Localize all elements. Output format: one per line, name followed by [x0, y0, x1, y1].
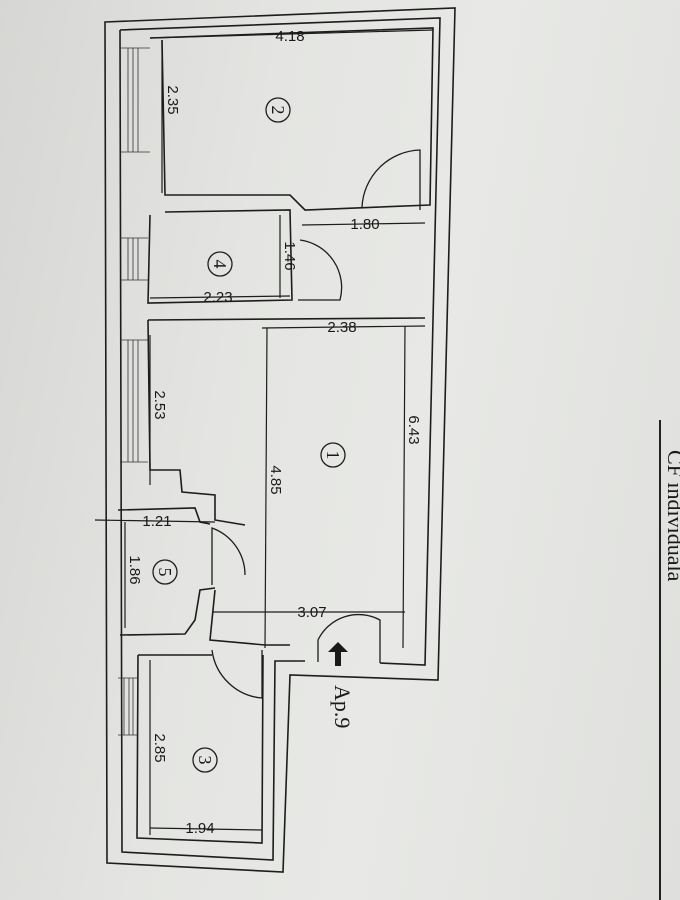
window-room-2: [120, 47, 150, 153]
dim-room2-depth: 2.35: [164, 85, 181, 114]
room-5-outline: [117, 507, 216, 636]
room-3-number: 3: [195, 756, 215, 765]
dim-room5-depth: 1.86: [126, 555, 143, 584]
window-room-4: [120, 237, 148, 281]
dim-room5-width: 1.21: [142, 513, 171, 530]
room-5-marker: 5: [152, 559, 178, 585]
room-3-marker: 3: [192, 747, 218, 773]
room-4-marker: 4: [207, 251, 233, 277]
side-label: CF individuala: [663, 450, 680, 582]
door-room-2: [361, 149, 421, 210]
dim-room4-width: 2.23: [203, 289, 232, 306]
door-room-3: [211, 649, 263, 699]
room-2-marker: 2: [265, 97, 291, 123]
room-1-number: 1: [323, 451, 343, 460]
outer-wall: [104, 7, 456, 873]
dim-room1-width: 2.38: [327, 319, 356, 336]
dim-room1-length: 6.43: [405, 415, 422, 444]
dim-room1-mid: 4.85: [267, 465, 284, 494]
room-3-outline: [136, 654, 264, 844]
room-2-number: 2: [268, 106, 288, 115]
dim-room3-depth: 2.85: [151, 733, 168, 762]
room-2-outline: [149, 27, 434, 211]
room-1-marker: 1: [320, 442, 346, 468]
dimension-lines: [94, 29, 434, 835]
room-1-outline: [147, 317, 426, 646]
windows: [118, 47, 150, 736]
room-4-number: 4: [210, 260, 230, 269]
dim-room2-width: 4.18: [275, 28, 304, 45]
dim-wall-segment: 2.53: [151, 390, 168, 419]
door-room-4: [298, 239, 343, 301]
door-entrance: [317, 613, 381, 663]
dim-room4-depth: 1.46: [281, 241, 298, 270]
inner-wall: [119, 17, 441, 861]
doors: [211, 149, 421, 699]
door-room-5: [211, 527, 246, 585]
entrance-arrow-icon: [328, 642, 348, 652]
dim-room1-bottom-width: 3.07: [297, 604, 326, 621]
entrance-label: Ap.9: [330, 685, 355, 728]
window-room-3: [118, 677, 138, 736]
dim-room3-width: 1.94: [185, 820, 214, 837]
window-room-1: [120, 339, 148, 463]
room-4-outline: [147, 209, 293, 304]
dim-room1-top-offset: 1.80: [350, 216, 379, 233]
room-5-number: 5: [155, 568, 175, 577]
entrance-arrow-stem: [335, 652, 341, 666]
